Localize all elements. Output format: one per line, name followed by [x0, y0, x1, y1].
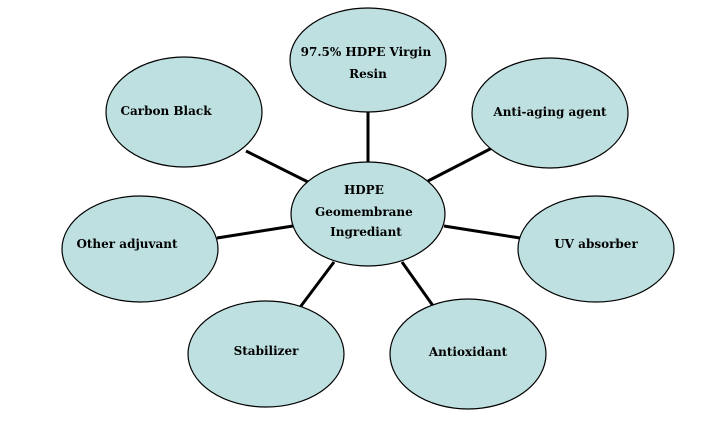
node-right-shape: [517, 195, 675, 303]
node-lower-right-label: Antioxidant: [428, 345, 508, 359]
node-lower-left-label: Stabilizer: [234, 344, 300, 358]
node-top: 97.5% HDPE Virgin Resin: [289, 7, 447, 113]
node-left: Other adjuvant: [61, 195, 219, 303]
node-lower-right: Antioxidant: [389, 298, 547, 410]
node-top-label-line-1: 97.5% HDPE Virgin: [301, 45, 432, 59]
node-upper-right-shape: [471, 57, 629, 169]
node-lower-right-shape: [389, 298, 547, 410]
node-lower-left: Stabilizer: [187, 300, 345, 408]
node-upper-left-label-line-1: Carbon Black: [120, 104, 212, 118]
node-center-label: HDPE Geomembrane Ingrediant: [315, 183, 417, 239]
connector-lower-right: [400, 261, 438, 311]
connector-left: [216, 224, 294, 240]
node-center-shape: [290, 161, 446, 267]
node-lower-left-shape: [187, 300, 345, 408]
node-upper-right-label-line-1: Anti-aging agent: [492, 105, 607, 119]
node-top-label: 97.5% HDPE Virgin Resin: [301, 45, 436, 81]
node-left-label: Other adjuvant: [76, 237, 178, 251]
node-center: HDPE Geomembrane Ingrediant: [290, 161, 446, 267]
node-lower-right-label-line-1: Antioxidant: [428, 345, 508, 359]
node-left-shape: [61, 195, 219, 303]
node-center-label-line-2: Geomembrane: [315, 205, 413, 219]
connector-right: [443, 224, 521, 240]
node-lower-left-label-line-1: Stabilizer: [234, 344, 300, 358]
node-right-label-line-1: UV absorber: [554, 237, 638, 251]
node-upper-right: Anti-aging agent: [471, 57, 629, 169]
node-top-label-line-2: Resin: [349, 67, 387, 81]
node-upper-left-shape: [105, 56, 263, 168]
node-center-label-line-3: Ingrediant: [330, 225, 402, 239]
connector-lower-left: [296, 261, 336, 311]
node-top-shape: [289, 7, 447, 113]
connector-upper-left: [245, 149, 309, 184]
node-right: UV absorber: [517, 195, 675, 303]
node-upper-left: Carbon Black: [105, 56, 263, 168]
node-upper-right-label: Anti-aging agent: [492, 105, 607, 119]
connectors: [216, 107, 521, 311]
node-center-label-line-1: HDPE: [344, 183, 384, 197]
node-upper-left-label: Carbon Black: [120, 104, 212, 118]
connector-upper-right: [427, 146, 493, 183]
node-left-label-line-1: Other adjuvant: [76, 237, 178, 251]
node-right-label: UV absorber: [554, 237, 638, 251]
